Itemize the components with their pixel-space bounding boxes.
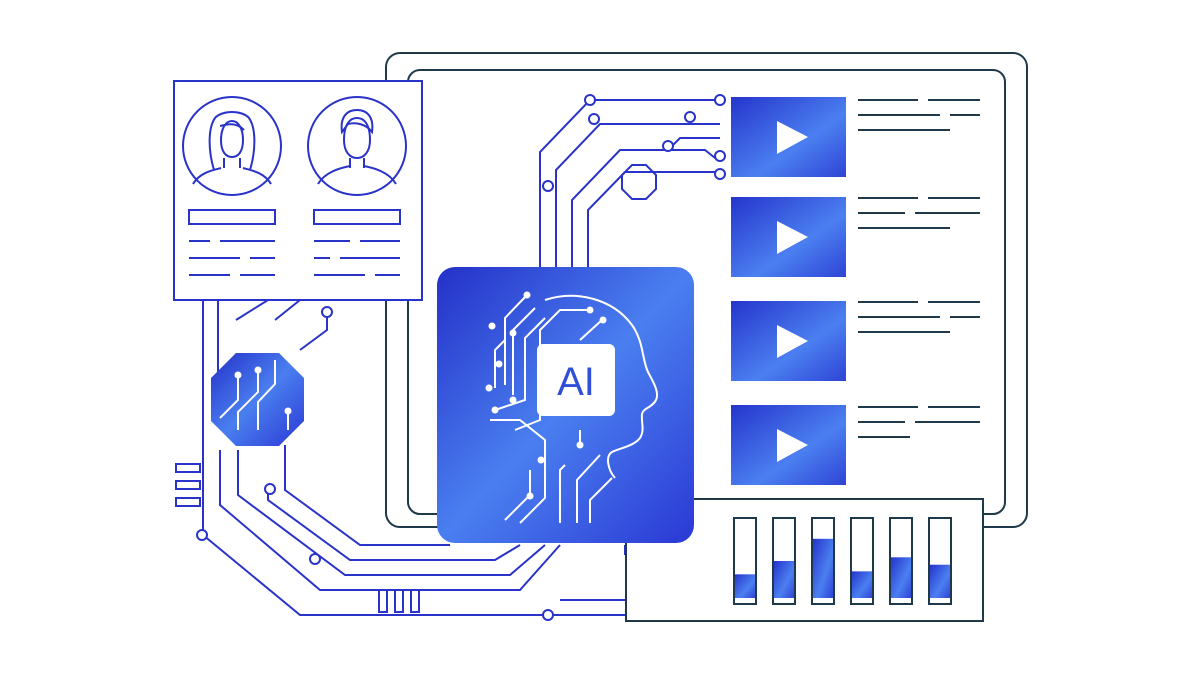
female-avatar-icon: [182, 96, 282, 196]
video-list: [731, 97, 980, 485]
video-item[interactable]: [731, 197, 980, 277]
circuit-traces-top: [539, 99, 720, 268]
play-icon[interactable]: [777, 429, 808, 462]
circuit-nodes-bottom: [196, 306, 710, 621]
level-meter-fill: [813, 538, 833, 598]
connector-pins-left: [175, 463, 201, 507]
play-icon[interactable]: [777, 121, 808, 154]
profile-text-lines: [189, 240, 400, 276]
video-description-lines: [858, 197, 980, 229]
level-meter-fill: [852, 571, 872, 598]
video-item[interactable]: [731, 97, 980, 177]
video-description-lines: [858, 301, 980, 333]
head-circuit-icon: [490, 294, 658, 524]
level-meter-fill: [930, 564, 950, 598]
ai-badge: [537, 344, 615, 416]
ai-label: AI: [557, 360, 595, 404]
level-meter-fill: [891, 557, 911, 598]
level-meter-panel: [625, 498, 984, 622]
octagon-node-icon: [621, 164, 657, 200]
connector-pins-bottom: [378, 589, 420, 613]
ai-chip: AI: [437, 267, 694, 543]
video-item[interactable]: [731, 301, 980, 381]
level-meter-fill: [774, 561, 794, 598]
profile-name-bars: [188, 209, 401, 225]
play-icon[interactable]: [777, 221, 808, 254]
head-circuit-nodes: [485, 291, 607, 500]
level-meter-fill: [735, 574, 755, 598]
video-description-lines: [858, 406, 980, 438]
circuit-nodes-top: [542, 94, 726, 192]
profile-card: [173, 80, 423, 301]
video-item[interactable]: [731, 405, 980, 485]
male-avatar-icon: [307, 96, 407, 196]
play-icon[interactable]: [777, 325, 808, 358]
octagon-chip-icon: [211, 353, 304, 446]
level-meters: [733, 517, 952, 605]
video-description-lines: [858, 99, 980, 131]
